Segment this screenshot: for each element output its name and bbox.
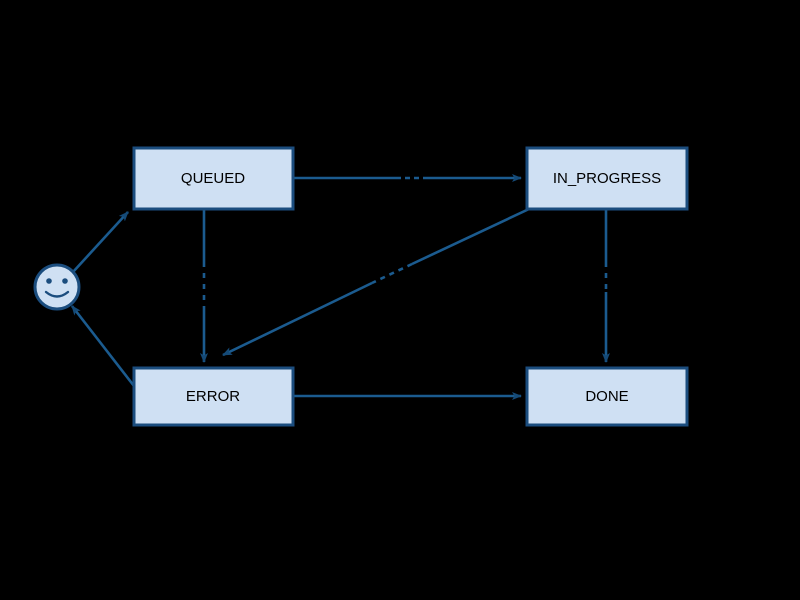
done-box [525, 366, 689, 427]
smiley-left-eye-icon [46, 278, 52, 284]
node-layer: QUEUED IN_PROGRESS ERROR DONE [33, 146, 689, 427]
edge-layer [70, 174, 610, 400]
state-node-error[interactable]: ERROR [132, 366, 295, 427]
edge-start-to-queued[interactable] [72, 211, 129, 273]
smiley-right-eye-icon [62, 278, 68, 284]
edge-in-progress-to-error[interactable] [222, 207, 530, 357]
start-node[interactable] [33, 263, 81, 311]
smiley-mouth-icon [44, 290, 70, 298]
start-node-circle [33, 263, 81, 311]
queued-box [132, 146, 295, 211]
error-box [132, 366, 295, 427]
edge-error-to-start[interactable] [70, 305, 136, 387]
state-node-done[interactable]: DONE [525, 366, 689, 427]
in-progress-box [525, 146, 689, 211]
state-node-in-progress[interactable]: IN_PROGRESS [525, 146, 689, 211]
state-node-queued[interactable]: QUEUED [132, 146, 295, 211]
